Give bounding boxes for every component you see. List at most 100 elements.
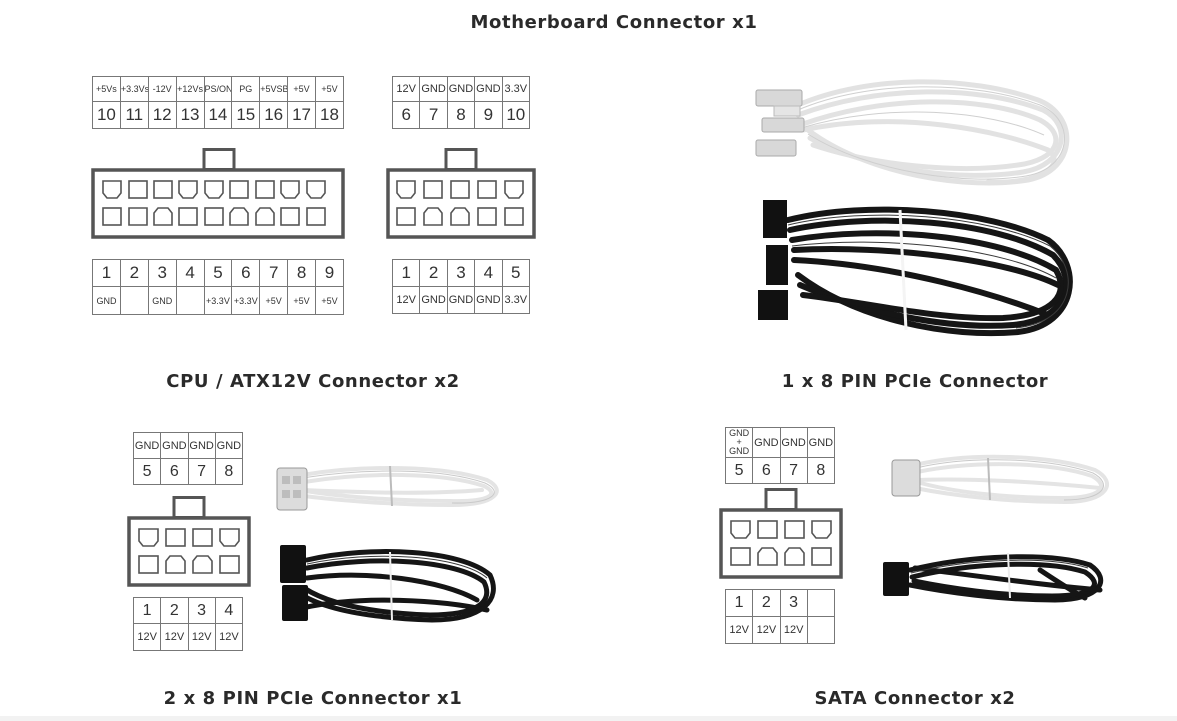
pin-label: GND [419,286,448,314]
pin-label: +3.3V [231,286,261,315]
pin-number [806,589,836,617]
pin-label: +5V [315,76,344,102]
pin-number: 2 [160,597,189,624]
mb-right-connector-diagram [386,148,536,239]
pin-number: 6 [231,259,261,287]
pin-number: 7 [259,259,289,287]
pin-label: GND [92,286,121,315]
pin-number: 3 [779,589,808,617]
pin-number: 6 [752,457,781,484]
sata-bottom-pin-table: 1 2 3 12V 12V 12V [724,589,836,644]
pin-label: +12Vs [175,76,205,102]
pin-label [119,286,149,315]
pin-label: PS/ON [203,76,233,102]
pin-number: 15 [231,101,261,129]
mb-left-top-pin-table: +5Vs +3.3Vs -12V +12Vs PS/ON PG +5VSB +5… [92,76,344,129]
pin-number: 1 [391,259,421,287]
pin-label: GND [132,432,162,459]
pin-label: GND [187,432,216,459]
pin-number: 6 [160,458,189,485]
pin-label: 3.3V [501,76,531,102]
pin-number: 5 [501,259,531,287]
pin-label: +3.3V [203,286,233,315]
pin-number: 2 [119,259,149,287]
pin-label [175,286,205,315]
pin-label: GND [446,76,476,102]
pin-label: GND [147,286,177,315]
pin-label: 12V [779,616,808,644]
pcie8-connector-diagram [127,496,251,587]
pin-label: +5V [315,286,344,315]
pin-number: 8 [214,458,244,485]
pin-label: GND [779,427,808,458]
pin-label: GND [752,427,781,458]
pin-number: 5 [203,259,233,287]
pin-label: +5V [287,286,316,315]
mb-left-connector-diagram [91,148,345,239]
pin-label: +5V [259,286,289,315]
mb-left-bottom-pin-table: 1 2 3 4 5 6 7 8 9 GND GND +3.3V +3.3V +5… [92,259,344,315]
cpu-connector-title: CPU / ATX12V Connector x2 [166,371,460,392]
pin-label: 12V [214,623,244,651]
pin-label: PG [231,76,261,102]
footer-divider [0,716,1177,721]
pcie-single-connector-title: 1 x 8 PIN PCIe Connector [781,371,1049,392]
pin-label: 12V [391,76,421,102]
pin-label: GND [806,427,836,458]
pin-number: 4 [214,597,244,624]
pin-label [806,616,836,644]
pin-label: 12V [160,623,189,651]
pin-number: 8 [287,259,316,287]
pin-label: +3.3Vs [119,76,149,102]
pin-label: 12V [132,623,162,651]
pcie8-top-pin-table: GND GND GND GND 5 6 7 8 [132,432,244,485]
pin-label: GND + GND [724,427,754,458]
pin-label: +5VSB [259,76,289,102]
pin-label: 3.3V [501,286,531,314]
pin-number: 10 [92,101,121,129]
pin-number: 1 [724,589,754,617]
pin-number: 2 [419,259,448,287]
mb-right-bottom-pin-table: 1 2 3 4 5 12V GND GND GND 3.3V [391,259,531,314]
sata-cable-image [883,454,1109,603]
pin-number: 1 [132,597,162,624]
pin-number: 7 [187,458,216,485]
pin-number: 18 [315,101,344,129]
pin-label: 12V [752,616,781,644]
pin-number: 10 [501,101,531,129]
pcie8-bottom-pin-table: 1 2 3 4 12V 12V 12V 12V [132,597,244,651]
pin-number: 5 [724,457,754,484]
mb-right-top-pin-table: 12V GND GND GND 3.3V 6 7 8 9 10 [391,76,531,129]
pin-label: +5V [287,76,316,102]
pin-label: +5Vs [92,76,121,102]
pin-number: 3 [187,597,216,624]
pin-number: 4 [175,259,205,287]
pin-label: -12V [147,76,177,102]
pin-number: 5 [132,458,162,485]
pin-number: 8 [806,457,836,484]
pin-number: 7 [419,101,448,129]
pin-number: 3 [446,259,476,287]
pin-number: 12 [147,101,177,129]
motherboard-cable-image [755,79,1073,337]
sata-top-pin-table: GND + GND GND GND GND 5 6 7 8 [724,427,836,484]
pin-number: 7 [779,457,808,484]
pin-label: GND [474,286,503,314]
pin-number: 9 [315,259,344,287]
pin-number: 1 [92,259,121,287]
pin-number: 8 [446,101,476,129]
pin-label: 12V [187,623,216,651]
pin-number: 2 [752,589,781,617]
pin-label: GND [419,76,448,102]
pin-number: 6 [391,101,421,129]
pin-number: 16 [259,101,289,129]
pin-label: GND [214,432,244,459]
pcie-dual-connector-title: 2 x 8 PIN PCIe Connector x1 [163,688,463,709]
pin-number: 14 [203,101,233,129]
pin-number: 17 [287,101,316,129]
pin-number: 9 [474,101,503,129]
pin-number: 4 [474,259,503,287]
pin-number: 11 [119,101,149,129]
motherboard-connector-title: Motherboard Connector x1 [470,12,758,33]
pin-label: GND [160,432,189,459]
